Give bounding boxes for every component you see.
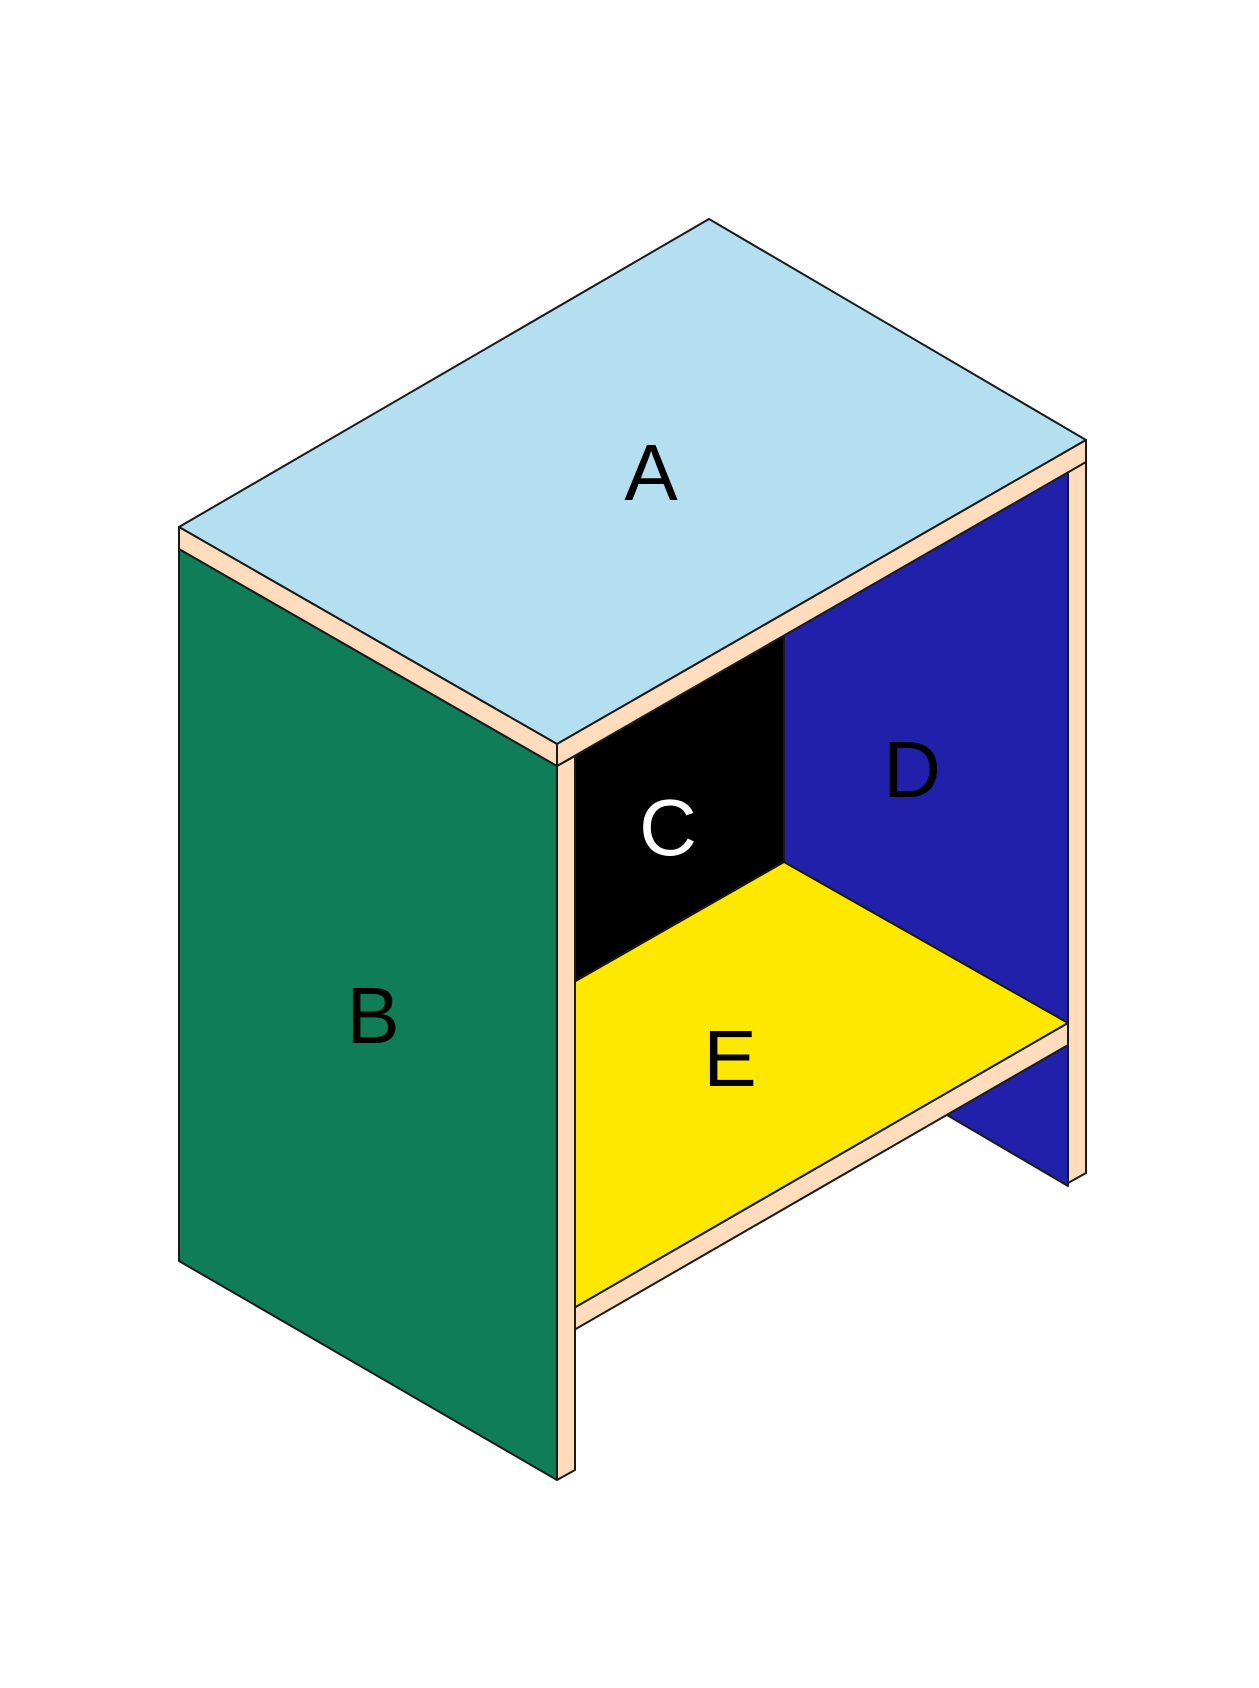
- left-panel-edge: [556, 755, 576, 1481]
- label-c: C: [639, 783, 697, 872]
- top-edge-right: [556, 439, 1087, 767]
- label-d: D: [883, 725, 941, 814]
- right-panel-edge: [1067, 451, 1087, 1184]
- label-e: E: [703, 1014, 756, 1103]
- label-a: A: [624, 428, 678, 517]
- label-b: B: [346, 971, 399, 1060]
